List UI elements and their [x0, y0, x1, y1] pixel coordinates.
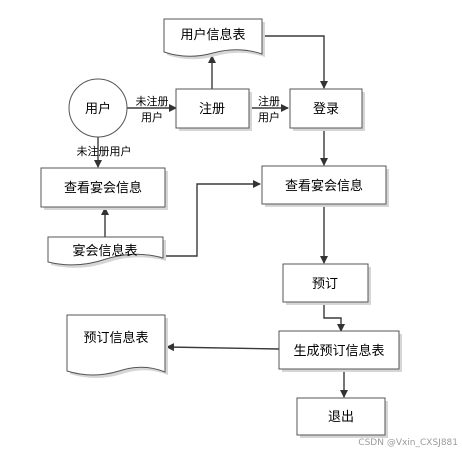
edge-user-table-to-login	[263, 35, 328, 89]
node-reserve: 预订	[282, 263, 371, 305]
node-user-table-label: 用户信息表	[180, 27, 245, 43]
node-logout: 退出	[296, 397, 388, 438]
edge-reserve-to-generate	[323, 302, 345, 332]
edge-label-user-2: 用户	[258, 110, 280, 124]
node-view-banquet-left-label: 查看宴会信息	[64, 180, 142, 196]
edge-label-unregistered: 未注册	[136, 94, 169, 108]
node-generate-reservation-label: 生成预订信息表	[293, 343, 384, 359]
edge-generate-to-reservation-table	[166, 343, 280, 352]
node-view-banquet-left: 查看宴会信息	[40, 167, 168, 210]
node-register: 注册	[175, 88, 252, 131]
node-generate-reservation: 生成预订信息表	[278, 330, 402, 372]
edges	[94, 35, 348, 398]
node-reserve-label: 预订	[312, 277, 338, 292]
node-login: 登录	[289, 88, 365, 131]
edge-banquet-table-to-view-right	[163, 180, 261, 257]
node-reservation-table-label: 预订信息表	[83, 330, 148, 346]
node-banquet-table-label: 宴会信息表	[72, 243, 137, 259]
edge-label-user: 用户	[141, 110, 163, 124]
node-banquet-table: 宴会信息表	[47, 236, 166, 268]
node-login-label: 登录	[313, 102, 339, 117]
node-view-banquet-right: 查看宴会信息	[261, 165, 389, 207]
node-logout-label: 退出	[328, 410, 354, 425]
edge-labels: 未注册 用户 注册 用户 未注册用户	[77, 94, 281, 158]
edge-label-unregistered-user: 未注册用户	[77, 144, 132, 158]
node-user: 用户	[68, 78, 128, 138]
node-user-table: 用户信息表	[163, 18, 265, 60]
edge-label-registered: 注册	[258, 94, 280, 108]
node-reservation-table: 预订信息表	[66, 314, 168, 378]
watermark: CSDN @Vxin_CXSJ881	[358, 438, 458, 448]
node-user-label: 用户	[85, 101, 111, 117]
node-view-banquet-right-label: 查看宴会信息	[285, 178, 363, 194]
node-register-label: 注册	[199, 102, 225, 117]
